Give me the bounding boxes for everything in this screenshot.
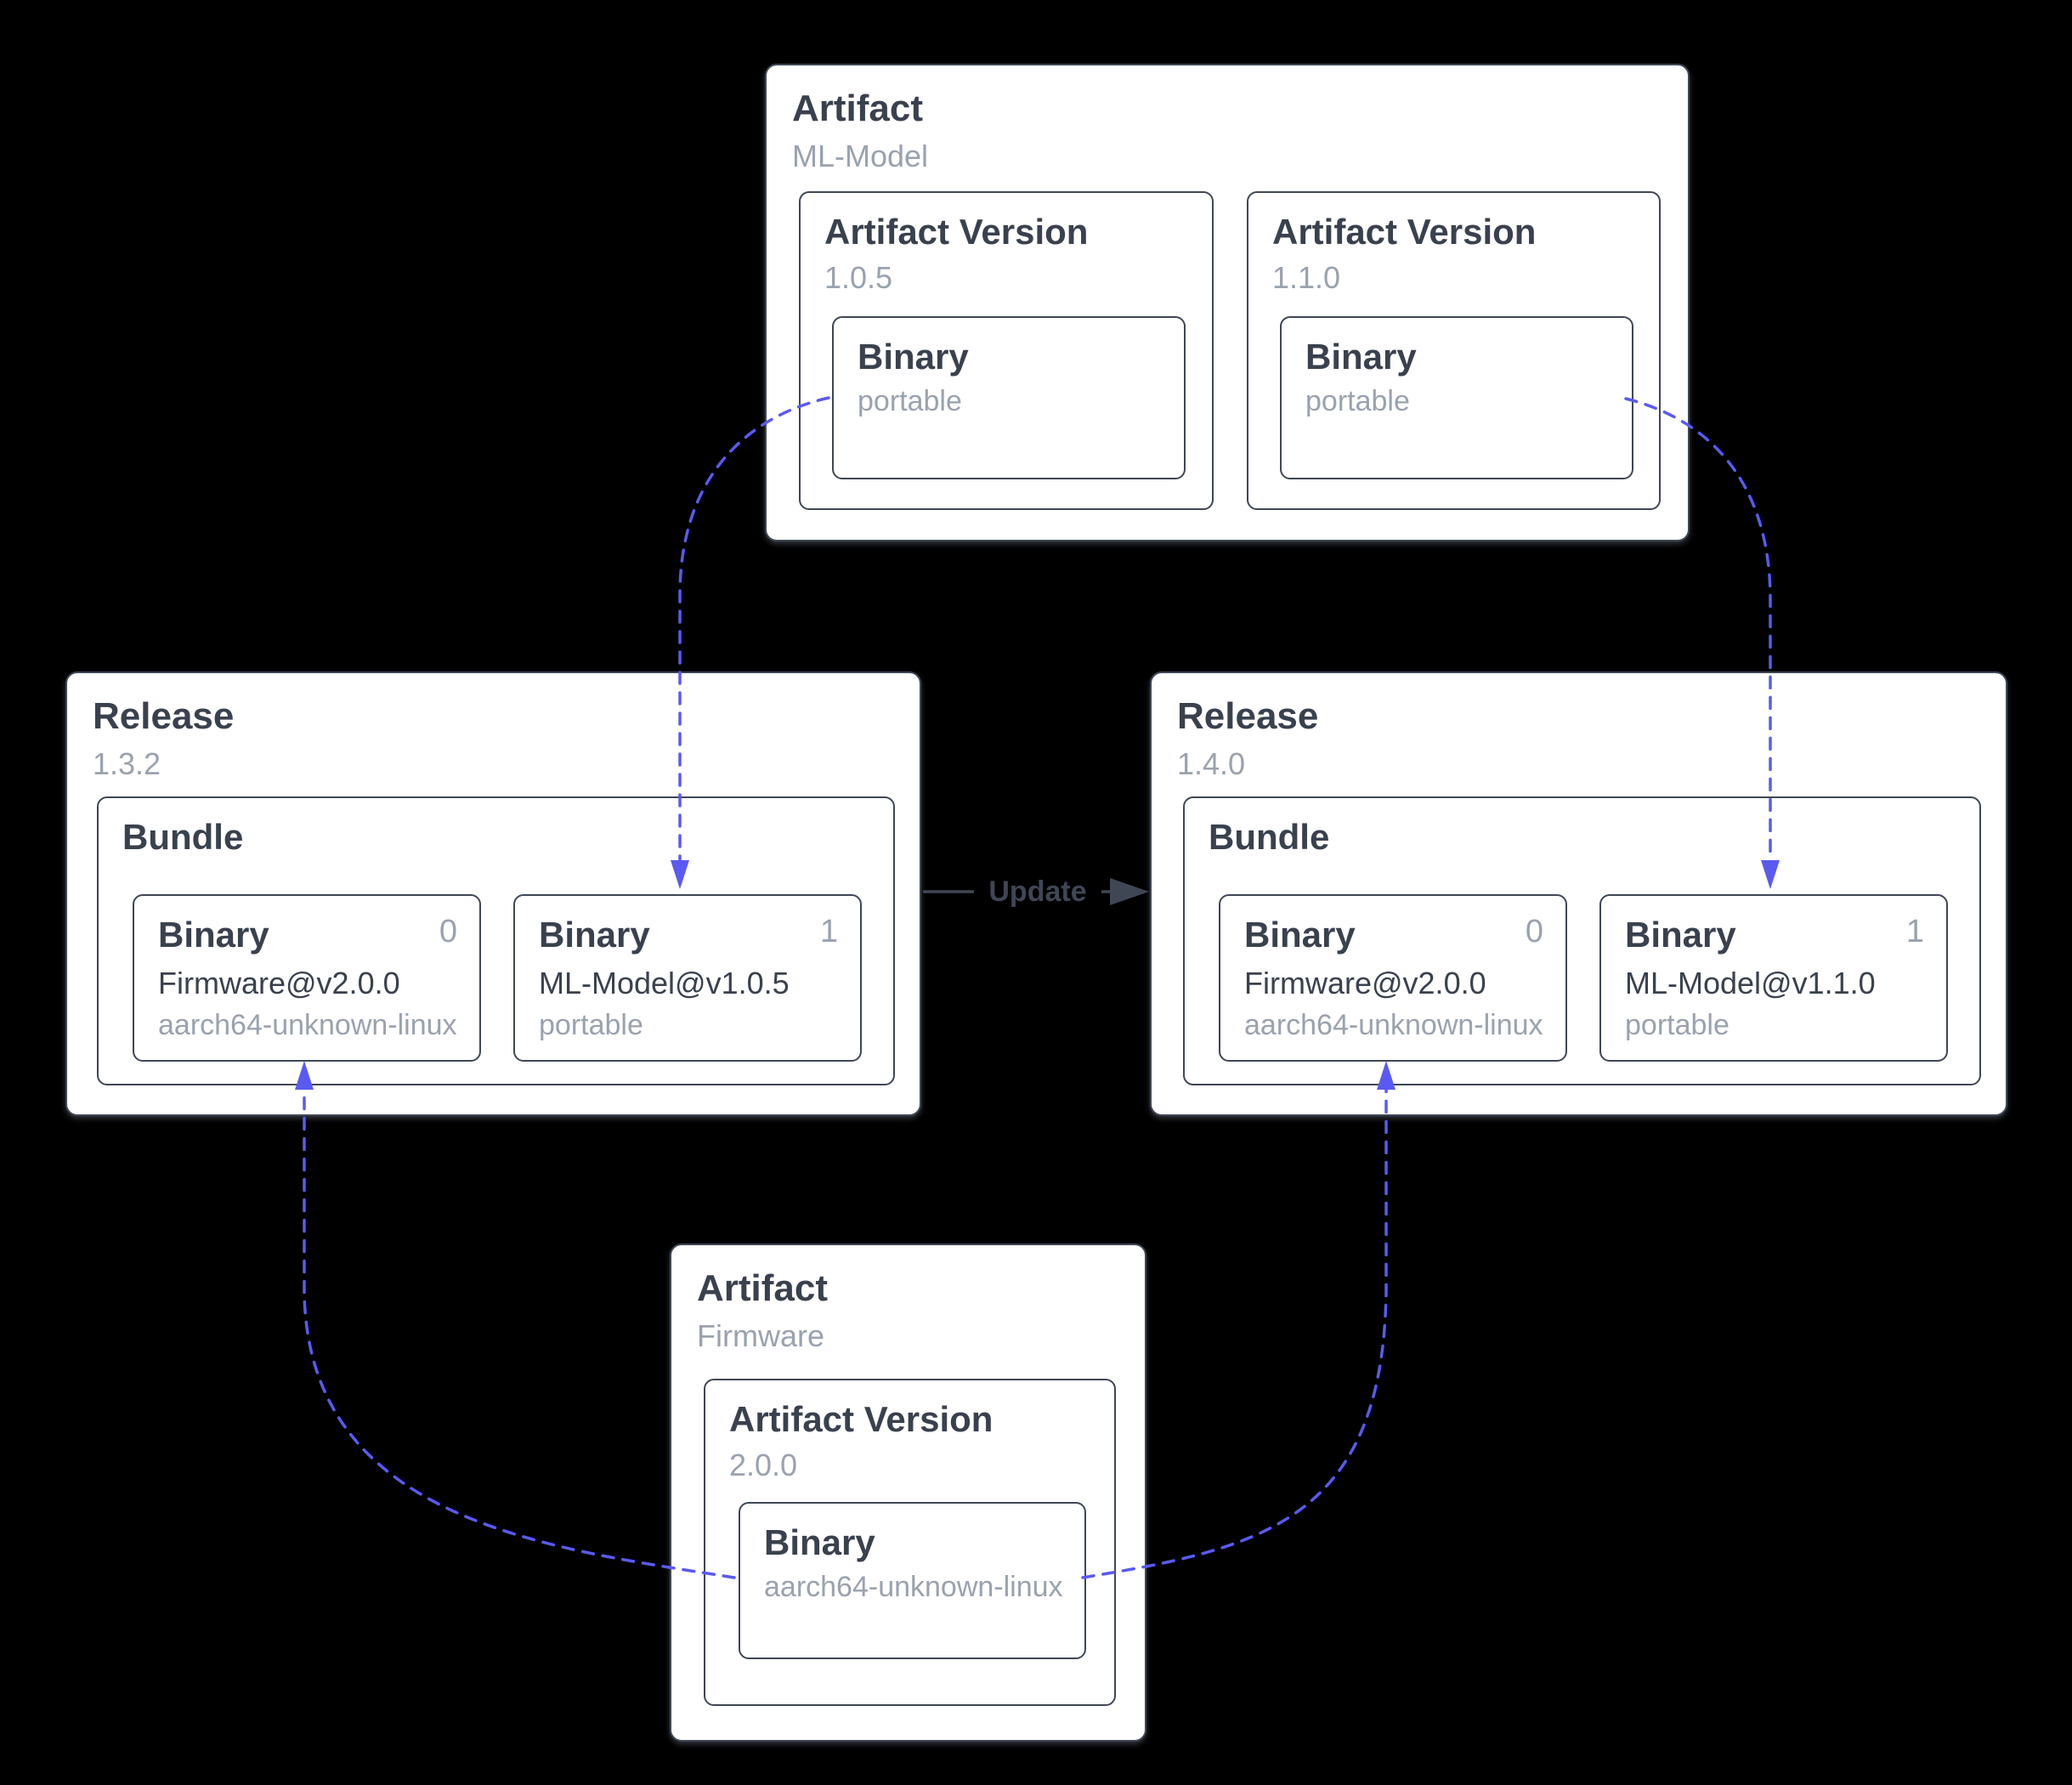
binary-132-0-ref: Firmware@v2.0.0 (158, 966, 400, 1001)
bundle-node-140: Bundle Binary 0 Firmware@v2.0.0 aarch64-… (1183, 796, 1981, 1085)
binary-140-0-platform: aarch64-unknown-linux (1244, 1009, 1543, 1042)
binary-140-0-index: 0 (1525, 914, 1543, 949)
binary-132-0-platform: aarch64-unknown-linux (158, 1009, 457, 1042)
artifact-version-node-105: Artifact Version 1.0.5 Binary portable (799, 191, 1214, 510)
release-140-title: Release (1177, 695, 1319, 737)
binary-card-132-1: Binary 1 ML-Model@v1.0.5 portable (513, 894, 862, 1062)
binary-ml-105-title: Binary (858, 337, 969, 377)
release-node-140: Release 1.4.0 Bundle Binary 0 Firmware@v… (1150, 672, 2007, 1116)
bundle-node-132: Bundle Binary 0 Firmware@v2.0.0 aarch64-… (97, 796, 895, 1085)
binary-ml-110-title: Binary (1305, 337, 1417, 377)
artifact-version-105-title: Artifact Version (824, 212, 1089, 252)
artifact-version-110-version: 1.1.0 (1272, 260, 1341, 296)
bundle-140-title: Bundle (1209, 817, 1330, 857)
artifact-version-node-110: Artifact Version 1.1.0 Binary portable (1247, 191, 1661, 510)
binary-140-1-index: 1 (1905, 914, 1924, 949)
binary-card-132-0: Binary 0 Firmware@v2.0.0 aarch64-unknown… (133, 894, 481, 1062)
artifact-version-105-version: 1.0.5 (824, 260, 893, 296)
binary-140-1-platform: portable (1625, 1009, 1729, 1042)
update-edge-label: Update (974, 872, 1101, 911)
release-132-version: 1.3.2 (93, 745, 161, 781)
binary-132-0-index: 0 (439, 914, 457, 949)
binary-node-firmware-200: Binary aarch64-unknown-linux (739, 1502, 1086, 1659)
artifact-ml-title: Artifact (792, 88, 924, 129)
binary-132-1-title: Binary (539, 915, 650, 955)
binary-132-1-index: 1 (819, 914, 838, 949)
binary-node-ml-110: Binary portable (1280, 316, 1633, 479)
artifact-ml-name: ML-Model (792, 138, 929, 173)
binary-firmware-200-title: Binary (764, 1522, 875, 1562)
binary-ml-105-platform: portable (858, 385, 962, 418)
binary-card-140-0: Binary 0 Firmware@v2.0.0 aarch64-unknown… (1219, 894, 1567, 1062)
binary-140-0-ref: Firmware@v2.0.0 (1244, 966, 1486, 1001)
release-132-title: Release (93, 695, 235, 737)
binary-132-1-ref: ML-Model@v1.0.5 (539, 966, 790, 1001)
artifact-version-110-title: Artifact Version (1272, 212, 1537, 252)
artifact-firmware-title: Artifact (697, 1267, 829, 1309)
binary-132-1-platform: portable (539, 1009, 643, 1042)
update-arrowhead-icon (1110, 878, 1149, 905)
binary-ml-110-platform: portable (1305, 385, 1410, 418)
release-node-132: Release 1.3.2 Bundle Binary 0 Firmware@v… (65, 672, 921, 1116)
binary-132-0-title: Binary (158, 915, 269, 955)
binary-card-140-1: Binary 1 ML-Model@v1.1.0 portable (1599, 894, 1948, 1062)
binary-firmware-200-platform: aarch64-unknown-linux (764, 1571, 1063, 1604)
release-140-version: 1.4.0 (1177, 745, 1246, 781)
binary-node-ml-105: Binary portable (832, 316, 1186, 479)
binary-140-1-ref: ML-Model@v1.1.0 (1625, 966, 1876, 1001)
artifact-version-200-version: 2.0.0 (729, 1448, 798, 1483)
bundle-132-title: Bundle (122, 817, 244, 857)
artifact-node-ml-model: Artifact ML-Model Artifact Version 1.0.5… (765, 64, 1690, 541)
binary-140-1-title: Binary (1625, 915, 1736, 955)
artifact-node-firmware: Artifact Firmware Artifact Version 2.0.0… (670, 1244, 1146, 1742)
artifact-version-node-200: Artifact Version 2.0.0 Binary aarch64-un… (704, 1379, 1116, 1706)
artifact-firmware-name: Firmware (697, 1318, 824, 1353)
binary-140-0-title: Binary (1244, 915, 1356, 955)
artifact-version-200-title: Artifact Version (729, 1399, 994, 1439)
